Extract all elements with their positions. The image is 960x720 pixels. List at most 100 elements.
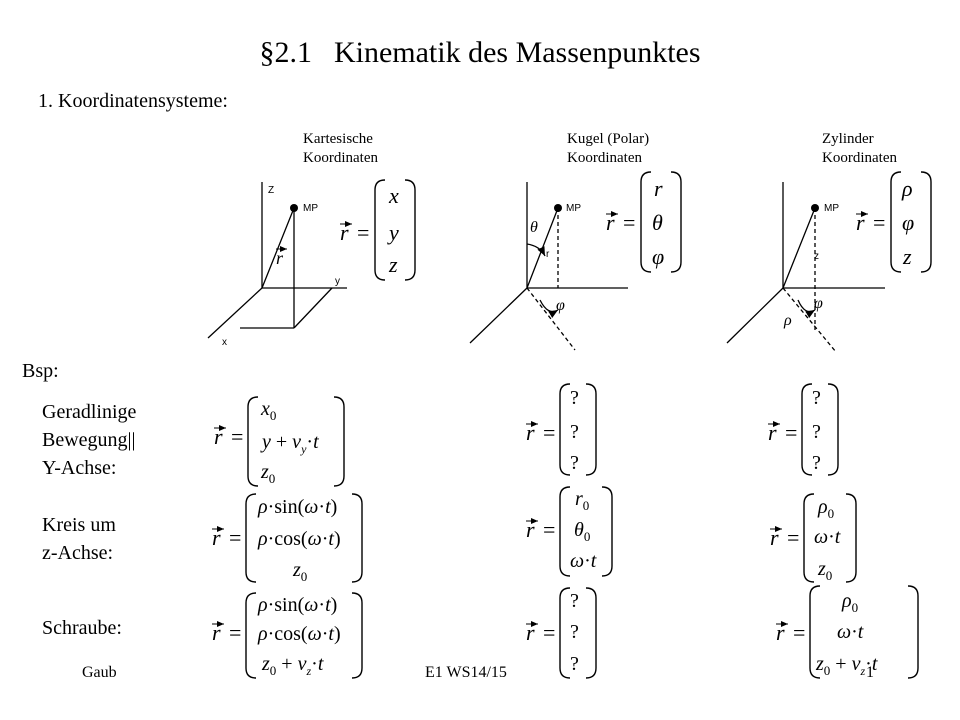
svg-text:?: ? bbox=[570, 590, 579, 612]
spherical-theta-symbol: θ bbox=[530, 219, 538, 236]
svg-text:r0: r0 bbox=[575, 488, 589, 513]
svg-text:?: ? bbox=[812, 452, 821, 474]
cylindrical-diagram bbox=[726, 182, 885, 353]
section-number: §2.1 bbox=[259, 36, 312, 69]
cartesian-z-label: Z bbox=[268, 185, 274, 196]
svg-text:=: = bbox=[623, 210, 635, 235]
label-cylindrical: Zylinder Koordinaten bbox=[822, 130, 897, 168]
svg-text:r: r bbox=[606, 210, 615, 235]
svg-text:z0 + vz·t: z0 + vz·t bbox=[815, 653, 878, 678]
svg-text:r: r bbox=[212, 620, 221, 645]
row-label-linear-line1: Geradlinige bbox=[42, 401, 137, 423]
svg-text:ρ: ρ bbox=[901, 176, 913, 201]
svg-text:?: ? bbox=[570, 387, 579, 409]
svg-text:z0: z0 bbox=[260, 461, 275, 486]
svg-text:?: ? bbox=[570, 621, 579, 643]
svg-text:?: ? bbox=[812, 387, 821, 409]
svg-text:r: r bbox=[212, 525, 221, 550]
svg-text:r: r bbox=[340, 220, 349, 245]
spherical-r-label: r bbox=[546, 249, 550, 260]
svg-text:r: r bbox=[276, 248, 284, 268]
label-cylindrical-line2: Koordinaten bbox=[822, 150, 897, 166]
row-label-linear-line3: Y-Achse: bbox=[42, 457, 117, 479]
svg-text:r: r bbox=[526, 420, 535, 445]
svg-text:ρ·cos(ω·t): ρ·cos(ω·t) bbox=[257, 623, 341, 645]
row-label-helix-line1: Schraube: bbox=[42, 617, 122, 639]
label-cartesian-line1: Kartesische bbox=[303, 131, 373, 147]
cylindrical-phi-symbol: φ bbox=[814, 295, 823, 312]
svg-text:z0: z0 bbox=[292, 559, 307, 584]
linear-spherical-formula: r = ? ? ? bbox=[526, 383, 597, 476]
label-cartesian-line2: Koordinaten bbox=[303, 150, 378, 166]
svg-text:φ: φ bbox=[902, 210, 914, 235]
spherical-mass-point bbox=[554, 204, 562, 212]
circle-cartesian-formula: r = ρ·sin(ω·t) ρ·cos(ω·t) z0 bbox=[212, 493, 363, 584]
svg-text:=: = bbox=[793, 620, 805, 645]
svg-text:r: r bbox=[214, 424, 223, 449]
svg-text:θ: θ bbox=[652, 210, 663, 235]
cylindrical-mp-label: MP bbox=[824, 203, 839, 214]
svg-text:y: y bbox=[387, 220, 399, 245]
subsection-heading: 1. Koordinatensysteme: bbox=[38, 90, 228, 112]
svg-text:=: = bbox=[229, 620, 241, 645]
svg-text:ρ·cos(ω·t): ρ·cos(ω·t) bbox=[257, 528, 341, 550]
svg-text:ρ0: ρ0 bbox=[817, 496, 834, 521]
svg-text:φ: φ bbox=[652, 244, 664, 269]
row-label-linear: Geradlinige Bewegung|| Y-Achse: bbox=[42, 398, 136, 482]
svg-text:r: r bbox=[654, 176, 663, 201]
example-heading: Bsp: bbox=[22, 360, 59, 382]
helix-cartesian-formula: r = ρ·sin(ω·t) ρ·cos(ω·t) z0 + vz·t bbox=[212, 592, 363, 679]
cylindrical-rho-symbol: ρ bbox=[783, 312, 792, 329]
svg-text:ρ0: ρ0 bbox=[841, 590, 858, 615]
svg-text:?: ? bbox=[812, 421, 821, 443]
svg-text:?: ? bbox=[570, 421, 579, 443]
spherical-formula: r = r θ φ bbox=[606, 171, 682, 273]
svg-text:z0: z0 bbox=[817, 558, 832, 583]
cylindrical-z-label: z bbox=[814, 251, 819, 262]
linear-cylindrical-formula: r = ? ? ? bbox=[768, 383, 839, 476]
svg-text:r: r bbox=[856, 210, 865, 235]
cartesian-mp-label: MP bbox=[303, 203, 318, 214]
cartesian-y-label: y bbox=[335, 276, 340, 287]
svg-text:ρ·sin(ω·t): ρ·sin(ω·t) bbox=[257, 496, 337, 518]
label-spherical-line2: Koordinaten bbox=[567, 150, 642, 166]
row-label-helix: Schraube: bbox=[42, 614, 122, 642]
svg-text:=: = bbox=[357, 220, 369, 245]
cartesian-diagram bbox=[207, 182, 347, 339]
svg-text:=: = bbox=[231, 424, 243, 449]
row-label-circle-line2: z-Achse: bbox=[42, 542, 114, 564]
spherical-diagram bbox=[469, 182, 628, 351]
svg-text:ω·t: ω·t bbox=[814, 526, 841, 548]
cartesian-x-label: x bbox=[222, 337, 227, 348]
svg-text:=: = bbox=[543, 620, 555, 645]
label-cartesian: Kartesische Koordinaten bbox=[303, 130, 378, 168]
cartesian-formula: r = x y z bbox=[340, 179, 416, 281]
svg-text:θ0: θ0 bbox=[574, 519, 590, 544]
svg-text:y + vy·t: y + vy·t bbox=[260, 431, 319, 456]
svg-text:r: r bbox=[776, 620, 785, 645]
circle-cylindrical-formula: r = ρ0 ω·t z0 bbox=[770, 493, 857, 583]
helix-cylindrical-formula: r = ρ0 ω·t z0 + vz·t bbox=[776, 585, 919, 679]
svg-text:=: = bbox=[785, 420, 797, 445]
svg-text:=: = bbox=[787, 525, 799, 550]
row-label-linear-line2: Bewegung|| bbox=[42, 429, 136, 451]
footer-page: 1 bbox=[866, 664, 874, 681]
svg-text:x: x bbox=[388, 183, 399, 208]
svg-text:r: r bbox=[770, 525, 779, 550]
row-label-circle-line1: Kreis um bbox=[42, 514, 116, 536]
svg-text:=: = bbox=[873, 210, 885, 235]
svg-text:?: ? bbox=[570, 653, 579, 675]
cartesian-r-vector-symbol: r bbox=[276, 246, 287, 268]
svg-text:ρ·sin(ω·t): ρ·sin(ω·t) bbox=[257, 594, 337, 616]
svg-text:z0 + vz·t: z0 + vz·t bbox=[261, 653, 324, 678]
svg-text:ω·t: ω·t bbox=[837, 621, 864, 643]
svg-text:=: = bbox=[229, 525, 241, 550]
label-cylindrical-line1: Zylinder bbox=[822, 131, 874, 147]
helix-spherical-formula: r = ? ? ? bbox=[526, 587, 597, 679]
spherical-phi-symbol: φ bbox=[556, 297, 565, 314]
svg-text:r: r bbox=[526, 620, 535, 645]
footer-course: E1 WS14/15 bbox=[425, 664, 507, 681]
svg-text:=: = bbox=[543, 420, 555, 445]
